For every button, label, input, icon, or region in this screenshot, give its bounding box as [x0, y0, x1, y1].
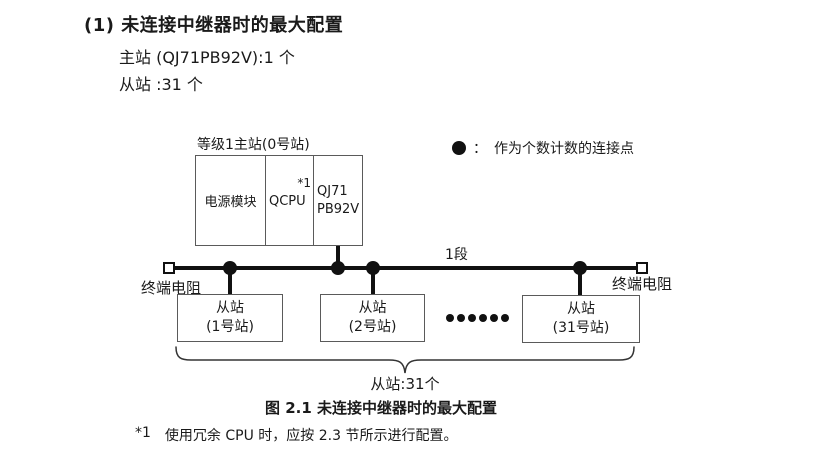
ellipsis-dot — [468, 314, 476, 322]
network-module-cell: QJ71 PB92V — [314, 156, 362, 245]
slave1-drop-line — [228, 268, 232, 294]
legend-separator: ： — [473, 141, 487, 157]
connection-point-dot — [366, 261, 380, 275]
footnote-marker: *1 — [135, 425, 151, 441]
master-drop-line — [336, 246, 340, 268]
legend-label: 作为个数计数的连接点 — [494, 141, 634, 157]
ellipsis-dot — [490, 314, 498, 322]
ellipsis-dots — [446, 314, 509, 322]
ellipsis-dot — [479, 314, 487, 322]
slave-station-line1: 从站 — [358, 300, 387, 316]
ellipsis-dot — [446, 314, 454, 322]
terminating-resistor-right-icon — [636, 262, 648, 274]
cpu-cell: *1 QCPU — [266, 156, 314, 245]
power-module-cell: 电源模块 — [196, 156, 266, 245]
slave-count-brace — [175, 346, 635, 374]
slave-station-line2: (2号站) — [348, 319, 397, 335]
cpu-label: QCPU — [269, 194, 306, 209]
slave31-drop-line — [578, 268, 582, 295]
master-spec-line: 主站 (QJ71PB92V):1 个 — [119, 48, 295, 67]
legend: ： 作为个数计数的连接点 — [452, 138, 634, 158]
cpu-footnote-marker: *1 — [297, 176, 311, 190]
slave-station-line2: (31号站) — [552, 320, 610, 336]
bus-line — [170, 266, 644, 270]
slave-station-box-31: 从站 (31号站) — [522, 295, 640, 343]
slave-station-box-2: 从站 (2号站) — [320, 294, 425, 342]
connection-point-dot — [223, 261, 237, 275]
slave-spec-line: 从站 :31 个 — [119, 75, 203, 94]
slave-count-label: 从站:31个 — [370, 375, 440, 393]
connection-point-dot — [331, 261, 345, 275]
terminating-resistor-left-label: 终端电阻 — [141, 279, 202, 297]
slave-station-box-1: 从站 (1号站) — [177, 294, 283, 342]
slave-station-line2: (1号站) — [206, 319, 254, 335]
slave2-drop-line — [371, 268, 375, 294]
connection-point-dot — [573, 261, 587, 275]
footnote-text: 使用冗余 CPU 时，应按 2.3 节所示进行配置。 — [164, 428, 458, 444]
segment-label: 1段 — [445, 247, 468, 263]
master-station-label: 等级1主站(0号站) — [197, 137, 310, 153]
ellipsis-dot — [501, 314, 509, 322]
slave-station-line1: 从站 — [216, 300, 244, 316]
terminating-resistor-right-label: 终端电阻 — [612, 275, 673, 293]
network-module-line1: QJ71 — [317, 183, 348, 199]
network-module-line2: PB92V — [317, 201, 360, 217]
figure-caption: 图 2.1 未连接中继器时的最大配置 — [264, 399, 498, 417]
connection-point-icon — [452, 141, 466, 155]
footnote: *1 使用冗余 CPU 时，应按 2.3 节所示进行配置。 — [135, 425, 457, 445]
slave-station-line1: 从站 — [567, 301, 595, 317]
master-station-box: 电源模块 *1 QCPU QJ71 PB92V — [195, 155, 363, 246]
terminating-resistor-left-icon — [163, 262, 175, 274]
ellipsis-dot — [457, 314, 465, 322]
section-heading: (1) 未连接中继器时的最大配置 — [84, 15, 344, 36]
